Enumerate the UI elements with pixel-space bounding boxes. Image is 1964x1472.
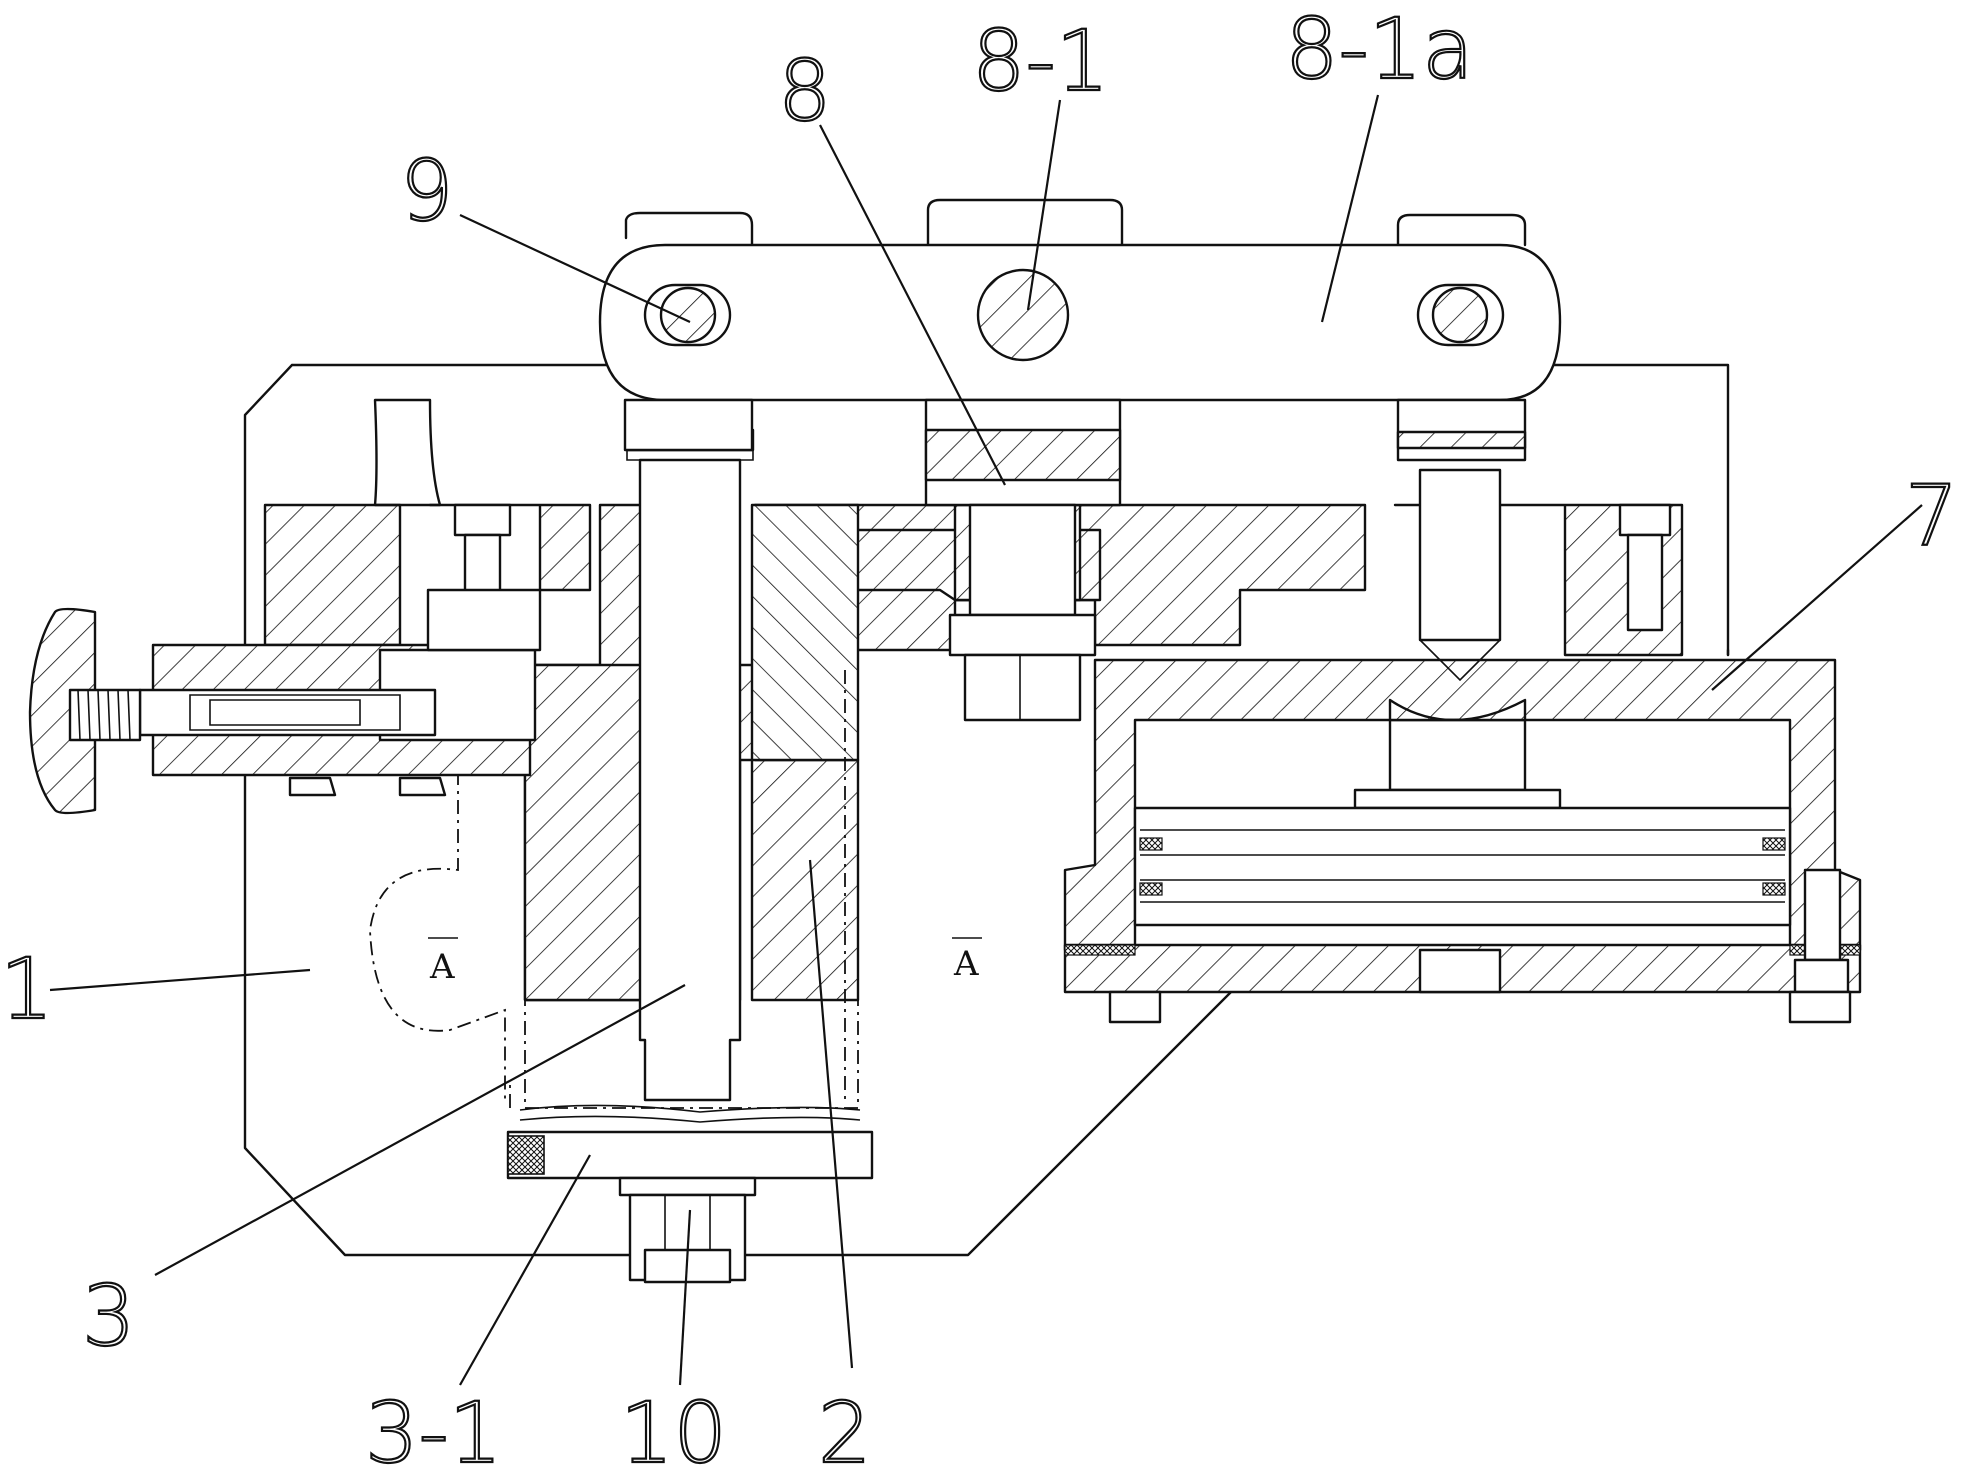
callout-9: 9 [400,142,453,240]
callout-2: 2 [818,1384,871,1472]
callout-3-1: 3-1 [365,1384,502,1472]
callout-10: 10 [620,1384,727,1472]
callout-8-1: 8-1 [972,12,1109,110]
section-marks: A A [428,937,982,987]
left-clamp [28,398,542,815]
callout-8: 8 [778,42,831,140]
center-column [523,428,860,1102]
section-mark-right: A [953,944,979,984]
section-mark-left: A [429,947,455,987]
callout-1: 1 [0,940,53,1038]
leader-lines [49,94,1923,1386]
callout-3: 3 [82,1267,135,1365]
link-assembly [598,198,1562,507]
callout-8-1a: 8-1a [1285,0,1474,98]
right-housing [1063,468,1862,1024]
callout-7: 7 [1905,467,1958,565]
bottom-flange [506,1104,874,1284]
central-bolt [948,503,1097,722]
dashed-cylinder [369,655,859,1109]
